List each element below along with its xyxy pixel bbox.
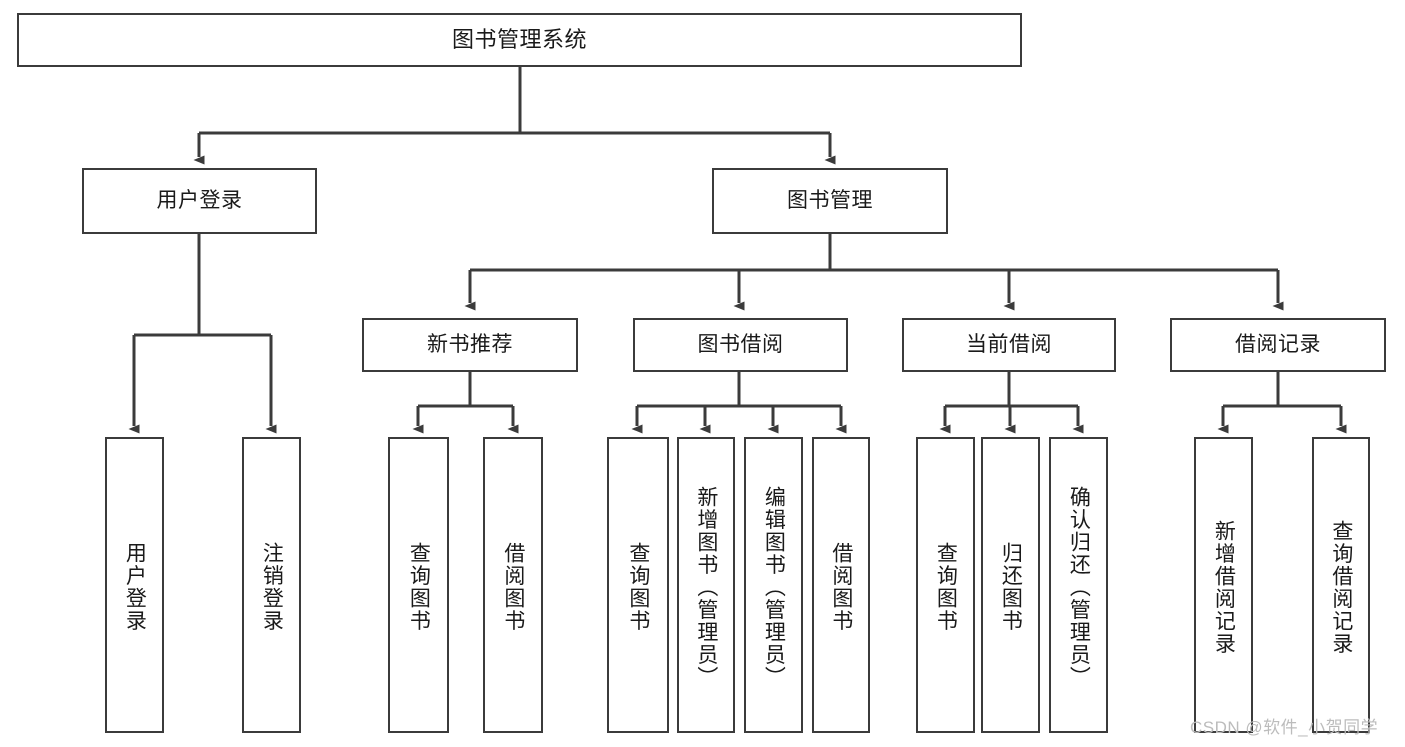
node-leaf-user-login[interactable]: 用户登录: [105, 437, 164, 733]
node-leaf-user-logout[interactable]: 注销登录: [242, 437, 301, 733]
node-leaf-rec-query-record[interactable]: 查询借阅记录: [1312, 437, 1370, 733]
node-leaf-cur-return-book-label: 归还图书: [999, 542, 1023, 632]
node-leaf-borrow-borrow-book[interactable]: 借阅图书: [812, 437, 870, 733]
node-user-login-label: 用户登录: [156, 188, 243, 212]
node-leaf-rec-query-book[interactable]: 查询图书: [388, 437, 449, 733]
node-leaf-cur-confirm-return-label: 确认归还（管理员）: [1067, 485, 1091, 689]
node-leaf-borrow-edit-book-label: 编辑图书（管理员）: [762, 485, 786, 689]
node-leaf-rec-add-record-label: 新增借阅记录: [1212, 519, 1236, 655]
node-book-borrow-label: 图书借阅: [697, 332, 784, 356]
node-user-login[interactable]: 用户登录: [82, 168, 317, 234]
node-leaf-cur-return-book[interactable]: 归还图书: [981, 437, 1040, 733]
node-leaf-rec-add-record[interactable]: 新增借阅记录: [1194, 437, 1253, 733]
node-root[interactable]: 图书管理系统: [17, 13, 1022, 67]
node-current-borrow[interactable]: 当前借阅: [902, 318, 1116, 372]
node-leaf-cur-query-book[interactable]: 查询图书: [916, 437, 975, 733]
node-book-manage-label: 图书管理: [787, 188, 873, 212]
node-leaf-cur-confirm-return[interactable]: 确认归还（管理员）: [1049, 437, 1108, 733]
node-leaf-borrow-query-book[interactable]: 查询图书: [607, 437, 669, 733]
node-borrow-record[interactable]: 借阅记录: [1170, 318, 1386, 372]
node-new-book-rec[interactable]: 新书推荐: [362, 318, 578, 372]
node-book-borrow[interactable]: 图书借阅: [633, 318, 848, 372]
node-leaf-borrow-add-book[interactable]: 新增图书（管理员）: [677, 437, 735, 733]
node-leaf-user-logout-label: 注销登录: [260, 542, 284, 632]
node-leaf-borrow-query-book-label: 查询图书: [626, 542, 650, 632]
node-leaf-cur-query-book-label: 查询图书: [934, 542, 958, 632]
node-leaf-rec-query-record-label: 查询借阅记录: [1329, 519, 1353, 655]
node-leaf-borrow-add-book-label: 新增图书（管理员）: [694, 485, 718, 689]
node-leaf-borrow-edit-book[interactable]: 编辑图书（管理员）: [744, 437, 803, 733]
node-new-book-rec-label: 新书推荐: [427, 332, 513, 356]
node-book-manage[interactable]: 图书管理: [712, 168, 948, 234]
node-borrow-record-label: 借阅记录: [1235, 332, 1321, 356]
node-leaf-rec-borrow-book-label: 借阅图书: [501, 542, 525, 632]
node-leaf-rec-borrow-book[interactable]: 借阅图书: [483, 437, 543, 733]
node-leaf-borrow-borrow-book-label: 借阅图书: [829, 542, 853, 632]
node-root-label: 图书管理系统: [451, 27, 587, 53]
node-leaf-user-login-label: 用户登录: [123, 542, 147, 632]
node-current-borrow-label: 当前借阅: [966, 332, 1052, 356]
node-leaf-rec-query-book-label: 查询图书: [407, 542, 431, 632]
